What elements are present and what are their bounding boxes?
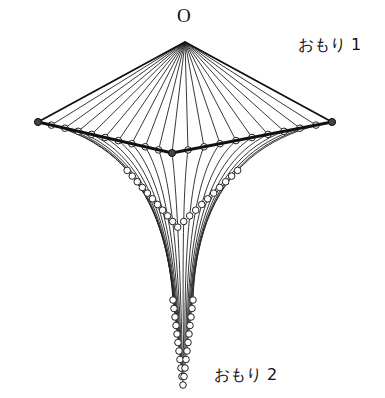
- string-line: [185, 42, 268, 134]
- strings: [35, 42, 336, 388]
- weight-circle: [170, 297, 177, 304]
- string-line: [92, 42, 185, 134]
- string-line: [185, 42, 252, 138]
- string-curve: [172, 153, 183, 385]
- string-curve: [145, 147, 181, 368]
- weight-circle: [184, 348, 191, 355]
- weight-circle: [183, 356, 190, 363]
- weight-circle: [198, 201, 205, 208]
- weight-circle: [186, 213, 193, 220]
- string-line: [185, 42, 204, 147]
- weight-circle: [187, 322, 194, 329]
- weight-circle: [159, 207, 166, 214]
- weight-circle: [228, 173, 235, 180]
- weight-circle: [169, 218, 176, 225]
- weight-circle: [174, 331, 181, 338]
- weight-circle: [192, 207, 199, 214]
- weight-circle: [172, 314, 179, 321]
- weight-circle: [180, 382, 187, 389]
- frame-edge: [38, 42, 332, 122]
- weight-circle: [329, 119, 336, 126]
- weight-circle: [175, 339, 182, 346]
- weight-circle: [154, 201, 161, 208]
- string-line: [185, 42, 236, 141]
- point-label: O: [177, 6, 191, 27]
- string-curve: [191, 128, 300, 317]
- string-line: [185, 42, 300, 128]
- weight-circle: [234, 167, 241, 174]
- weight-label: おもり 2: [214, 366, 277, 384]
- weight-circle: [189, 305, 196, 312]
- weight-circle: [169, 150, 176, 157]
- weight-circle: [204, 196, 211, 203]
- string-line: [159, 42, 185, 150]
- weight-circle: [329, 119, 336, 126]
- weight-circle: [181, 373, 188, 380]
- string-curve: [185, 147, 204, 368]
- weight-circle: [216, 184, 223, 191]
- frame-edge: [38, 122, 332, 153]
- string-line: [78, 42, 185, 131]
- string-line: [185, 42, 316, 125]
- string-line: [172, 42, 185, 153]
- weight-circle: [139, 184, 146, 191]
- weight-circle: [182, 365, 189, 372]
- string-curve: [193, 122, 332, 300]
- weight-circle: [124, 167, 131, 174]
- weight-circle: [35, 119, 42, 126]
- weight-circle: [190, 297, 197, 304]
- weight-circle: [173, 322, 180, 329]
- string-curve: [188, 138, 252, 343]
- string-curve: [186, 144, 220, 360]
- string-curve: [159, 150, 182, 377]
- weight-circle: [186, 331, 193, 338]
- weight-circle: [210, 190, 217, 197]
- weight-circle: [129, 173, 136, 180]
- string-line: [51, 42, 185, 125]
- weight-circle: [169, 150, 176, 157]
- weight-circle: [134, 178, 141, 185]
- weight-circle: [164, 213, 171, 220]
- string-line: [185, 42, 284, 131]
- weight-circle: [144, 190, 151, 197]
- weight-circle: [185, 339, 192, 346]
- string-curve: [192, 125, 316, 308]
- string-curve: [187, 141, 236, 351]
- weight-label: おもり 1: [298, 36, 361, 54]
- weight-circle: [222, 178, 229, 185]
- weight-circle: [149, 196, 156, 203]
- weight-circle: [180, 218, 187, 225]
- weight-circle: [171, 305, 178, 312]
- weight-circle: [35, 119, 42, 126]
- weight-circle: [174, 224, 181, 231]
- weight-circle: [188, 314, 195, 321]
- weight-circle: [176, 348, 183, 355]
